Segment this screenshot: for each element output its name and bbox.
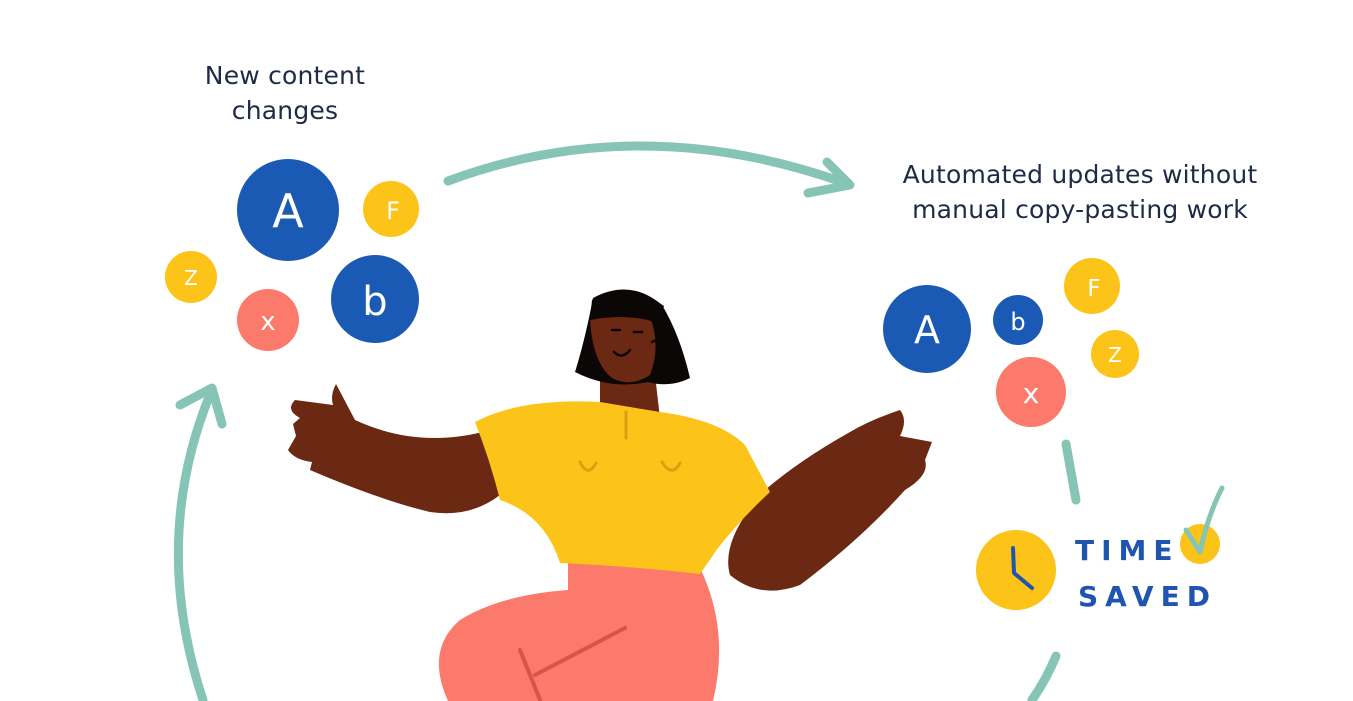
bubble-right-a-letter: A — [914, 308, 940, 352]
cycle-arrows — [173, 141, 1081, 701]
left-arm — [288, 384, 500, 514]
face — [590, 312, 656, 383]
bubble-right-x-letter: x — [1023, 377, 1040, 410]
bubble-left-a: A — [237, 159, 339, 261]
bubble-right-f-letter: F — [1087, 276, 1100, 302]
bubble-right-f: F — [1064, 258, 1120, 314]
caption-new-content-line2: changes — [231, 96, 339, 125]
bubble-left-f: F — [363, 181, 419, 237]
bubble-right-b: b — [993, 295, 1043, 345]
clock-icon — [976, 530, 1056, 610]
bubble-left-x: x — [237, 289, 299, 351]
bangs — [590, 292, 664, 321]
caption-new-content: New content changes — [150, 58, 420, 128]
checkmark-icon — [1183, 485, 1225, 555]
caption-automated-updates: Automated updates without manual copy-pa… — [880, 157, 1280, 227]
bubble-right-a: A — [883, 285, 971, 373]
bubble-left-x-letter: x — [260, 307, 275, 337]
shirt-details — [578, 410, 682, 472]
top-arrow — [443, 141, 850, 188]
badge-line1: TIME — [1075, 534, 1180, 567]
bubble-right-b-letter: b — [1010, 308, 1025, 336]
bubble-left-z-letter: Z — [184, 266, 198, 290]
bubble-left-a-letter: A — [272, 184, 304, 238]
left-arrow — [173, 387, 216, 701]
bubble-left-b: b — [331, 255, 419, 343]
person-illustration — [288, 289, 932, 701]
caption-new-content-line1: New content — [204, 61, 366, 90]
bubble-right-x: x — [996, 357, 1066, 427]
bubble-left-f-letter: F — [386, 197, 400, 225]
shirt — [475, 401, 770, 574]
pants-crease — [518, 626, 627, 701]
top-arrowhead-icon — [803, 157, 855, 198]
bubbles-left: A F Z x b — [165, 159, 419, 351]
bubble-right-z: Z — [1091, 330, 1139, 378]
pants — [438, 563, 720, 701]
right-dash-arrow-upper — [1061, 439, 1081, 505]
right-dash-arrow-lower — [1027, 651, 1061, 701]
time-saved-badge: TIME SAVED — [976, 485, 1225, 613]
badge-line2: SAVED — [1078, 580, 1217, 613]
bubble-left-z: Z — [165, 251, 217, 303]
facial-features — [610, 328, 662, 357]
bubbles-right: A b F Z x — [883, 258, 1139, 427]
caption-automated-updates-line2: manual copy-pasting work — [912, 195, 1248, 224]
bubble-right-z-letter: Z — [1108, 343, 1122, 367]
caption-automated-updates-line1: Automated updates without — [902, 160, 1258, 189]
left-arrowhead-icon — [175, 383, 227, 429]
bubble-left-b-letter: b — [362, 279, 387, 325]
right-arm — [728, 410, 932, 591]
